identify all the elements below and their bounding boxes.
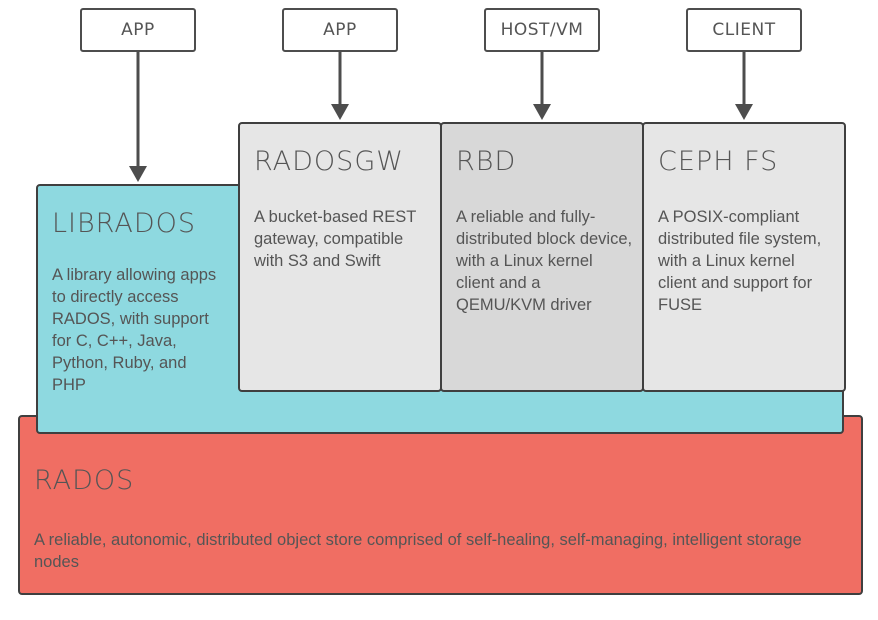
- radosgw-description: A bucket-based REST gateway, compatible …: [254, 208, 417, 270]
- rbd-description: A reliable and fully-distributed block d…: [456, 208, 633, 314]
- rados-block: RADOS A reliable, autonomic, distributed…: [18, 415, 863, 595]
- client-label: HOST/VM: [500, 20, 584, 40]
- rados-title: RADOS: [34, 465, 135, 496]
- arrowhead-rbd: [533, 104, 551, 120]
- client-label: CLIENT: [712, 20, 776, 40]
- client-box-app-1: APP: [80, 8, 196, 52]
- cephfs-title: CEPH FS: [658, 146, 779, 177]
- cephfs-block: CEPH FS A POSIX-compliant distributed fi…: [642, 122, 846, 392]
- rbd-block: RBD A reliable and fully-distributed blo…: [440, 122, 644, 392]
- client-box-host-vm: HOST/VM: [484, 8, 600, 52]
- radosgw-block: RADOSGW A bucket-based REST gateway, com…: [238, 122, 442, 392]
- librados-title: LIBRADOS: [52, 208, 197, 239]
- radosgw-title: RADOSGW: [254, 146, 404, 177]
- arrowhead-cephfs: [735, 104, 753, 120]
- rbd-title: RBD: [456, 146, 517, 177]
- cephfs-description: A POSIX-compliant distributed file syste…: [658, 208, 822, 314]
- librados-description: A library allowing apps to directly acce…: [52, 266, 217, 394]
- client-label: APP: [323, 20, 357, 40]
- arrowhead-radosgw: [331, 104, 349, 120]
- client-box-app-2: APP: [282, 8, 398, 52]
- client-label: APP: [121, 20, 155, 40]
- client-box-client: CLIENT: [686, 8, 802, 52]
- rados-description: A reliable, autonomic, distributed objec…: [34, 531, 802, 571]
- arrowhead-librados: [129, 166, 147, 182]
